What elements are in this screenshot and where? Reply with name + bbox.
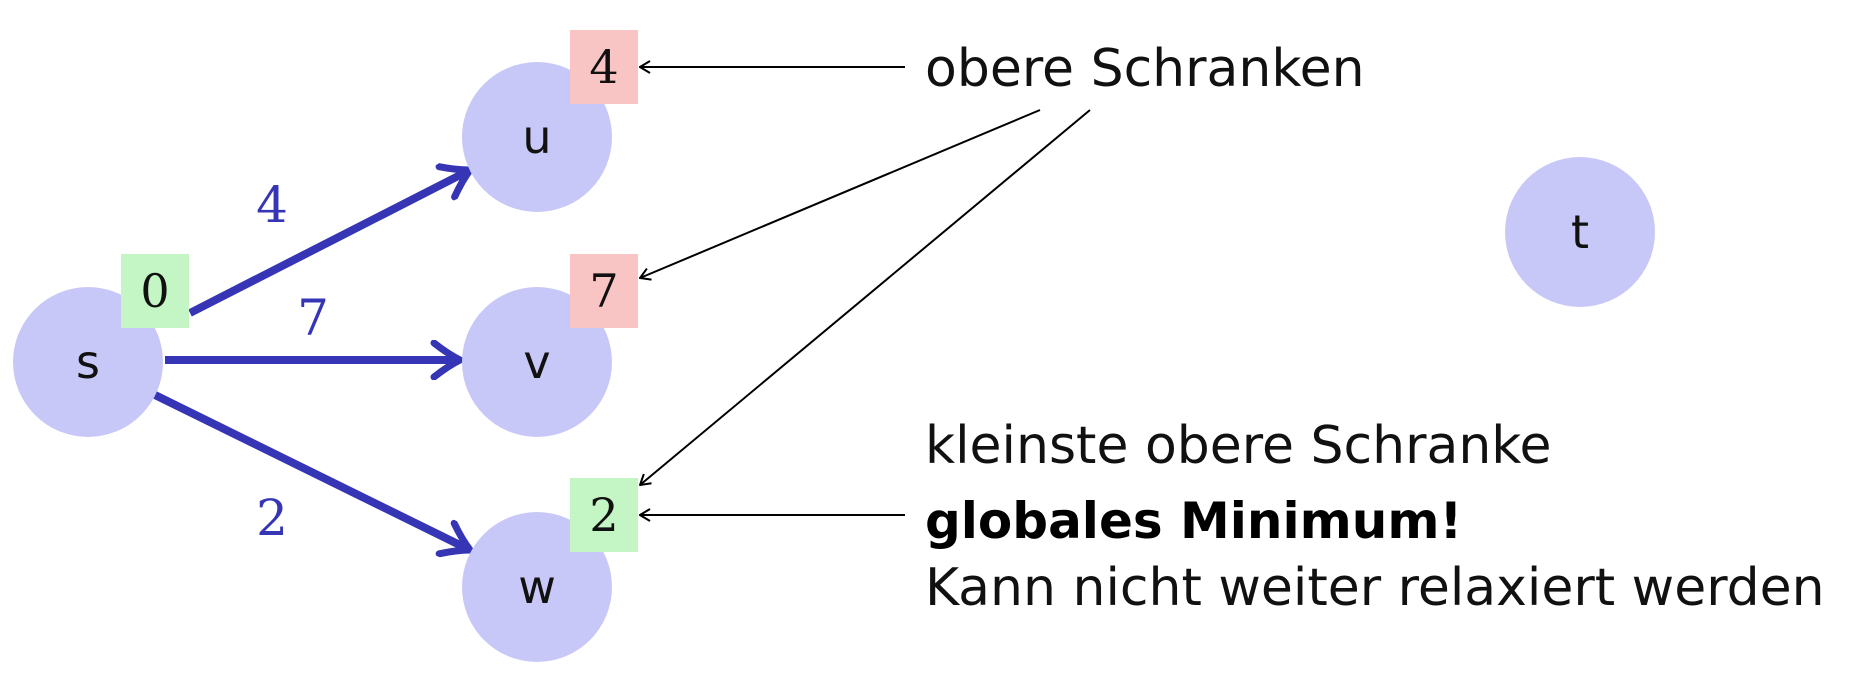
node-label-s: s: [76, 335, 100, 389]
smallest-bound-label: kleinste obere Schranke: [925, 416, 1552, 476]
node-t: t: [1505, 157, 1655, 307]
distance-box-u: 4: [570, 30, 638, 104]
annotation-arrows: [640, 67, 1091, 515]
distance-box-bg-u: [570, 30, 638, 104]
edge-weight-s-u: 4: [256, 176, 288, 234]
edges: [153, 170, 470, 550]
edge-s-u: [188, 170, 470, 317]
distance-value-u: 4: [589, 40, 618, 94]
distance-boxes: 0 4 7 2: [121, 30, 638, 552]
distance-value-w: 2: [589, 488, 618, 542]
distance-value-v: 7: [589, 264, 618, 318]
no-relax-label: Kann nicht weiter relaxiert werden: [925, 558, 1825, 618]
upper-bounds-label: obere Schranken: [925, 39, 1365, 99]
distance-box-bg-w: [570, 478, 638, 552]
distance-box-s: 0: [121, 254, 189, 328]
node-label-u: u: [522, 110, 551, 164]
distance-box-v: 7: [570, 254, 638, 328]
edge-weight-s-w: 2: [256, 489, 288, 547]
nodes: s u v w t: [13, 62, 1655, 662]
edge-s-w: [153, 391, 470, 550]
distance-box-bg-s: [121, 254, 189, 328]
annotations: obere Schranken kleinste obere Schranke …: [925, 39, 1825, 618]
global-minimum-label: globales Minimum!: [925, 492, 1462, 550]
node-label-v: v: [523, 335, 550, 389]
edge-weight-s-v: 7: [297, 289, 329, 347]
arrow-to-v-box: [640, 109, 1041, 278]
edge-weights: 4 7 2: [256, 176, 329, 547]
distance-box-bg-v: [570, 254, 638, 328]
arrow-to-w-box: [640, 109, 1091, 485]
node-circle-t: [1505, 157, 1655, 307]
node-label-t: t: [1571, 205, 1589, 259]
node-label-w: w: [518, 560, 556, 614]
distance-value-s: 0: [140, 264, 169, 318]
distance-box-w: 2: [570, 478, 638, 552]
